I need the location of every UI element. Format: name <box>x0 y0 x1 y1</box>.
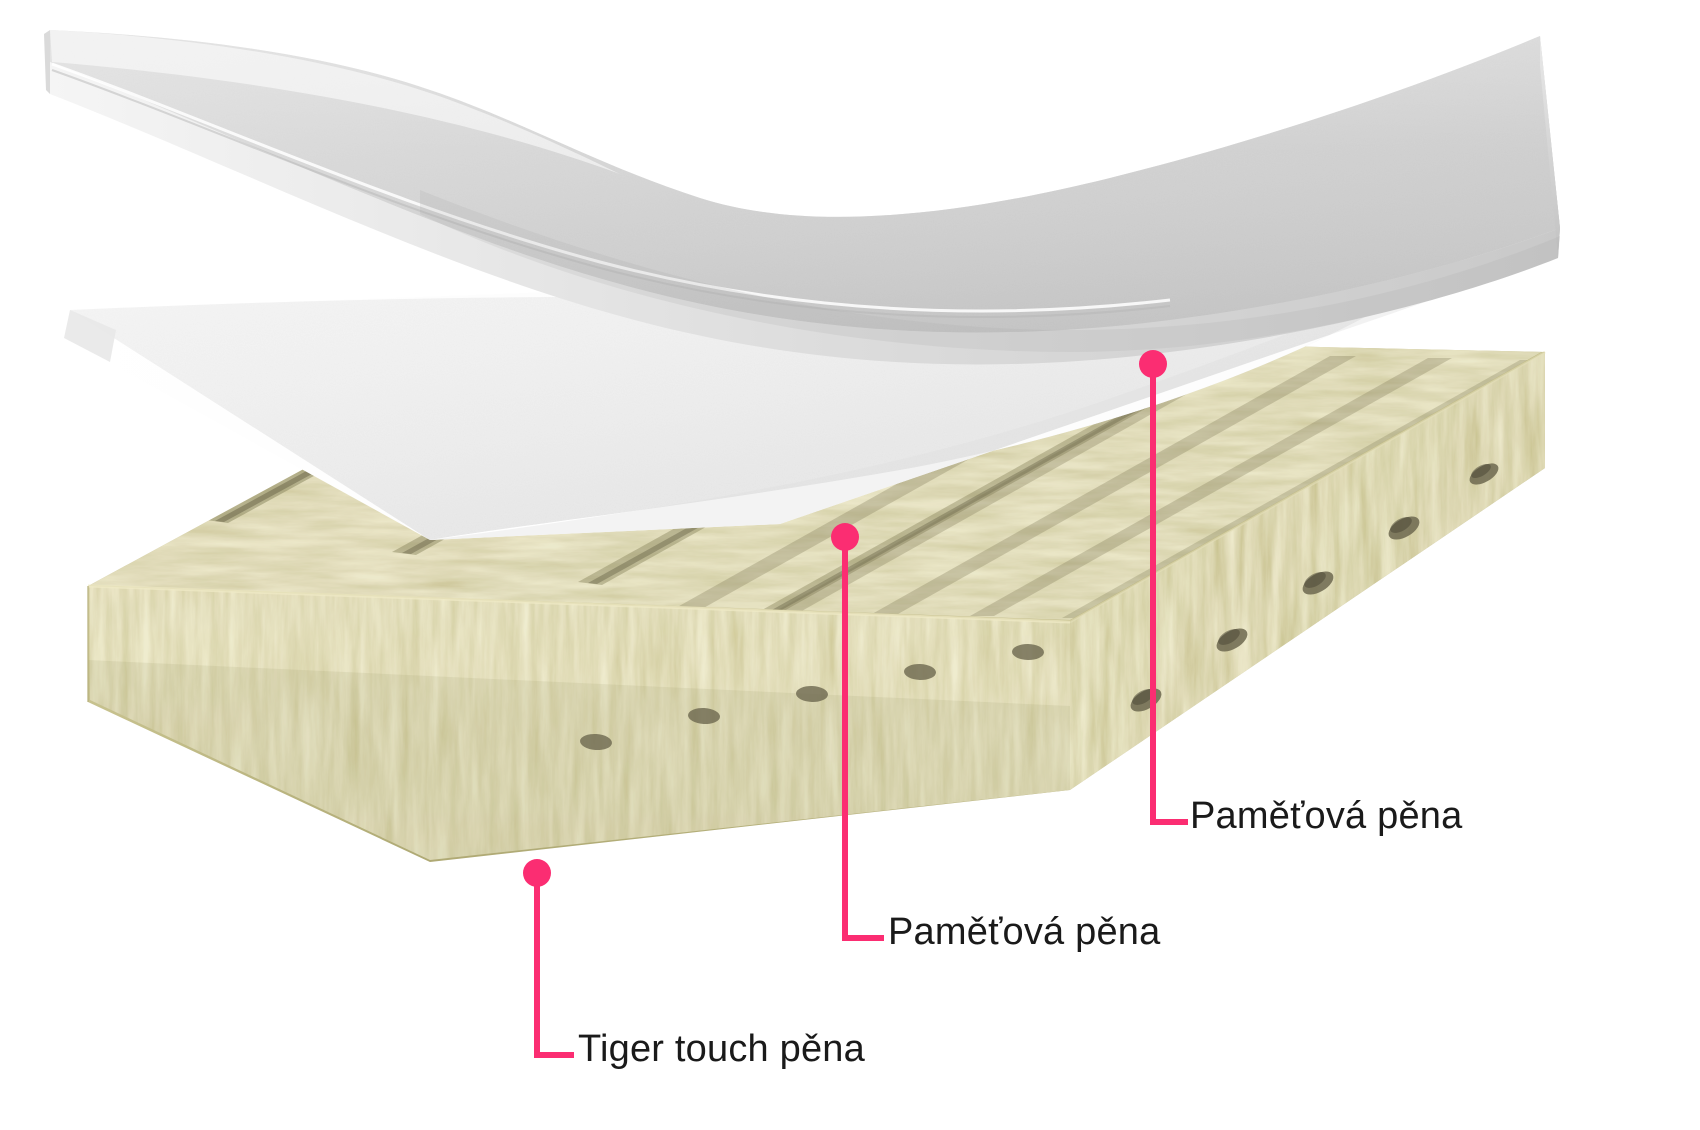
callout-base-leader-line <box>534 873 574 1058</box>
callout-top[interactable] <box>1139 350 1188 825</box>
top-layer-memory-foam-grey <box>44 30 1560 365</box>
top-layer-right-cap <box>1540 36 1560 258</box>
callout-top-dot[interactable] <box>1139 350 1167 378</box>
callout-middle-leader-line <box>842 537 884 941</box>
top-layer-crease-highlight <box>51 62 1171 313</box>
callout-label-top-layer: Paměťová pěna <box>1190 795 1463 837</box>
callout-middle[interactable] <box>831 523 884 941</box>
top-layer-underside-edge <box>50 62 1560 365</box>
callout-top-leader-line <box>1150 364 1188 825</box>
callout-label-middle-layer: Paměťová pěna <box>888 911 1161 953</box>
callout-middle-dot[interactable] <box>831 523 859 551</box>
callout-base[interactable] <box>523 859 574 1058</box>
base-front-slots <box>580 643 1044 751</box>
base-top-edge-highlight <box>87 584 1071 624</box>
callout-label-base-layer: Tiger touch pěna <box>578 1028 865 1070</box>
callout-base-dot[interactable] <box>523 859 551 887</box>
callouts <box>523 350 1188 1058</box>
